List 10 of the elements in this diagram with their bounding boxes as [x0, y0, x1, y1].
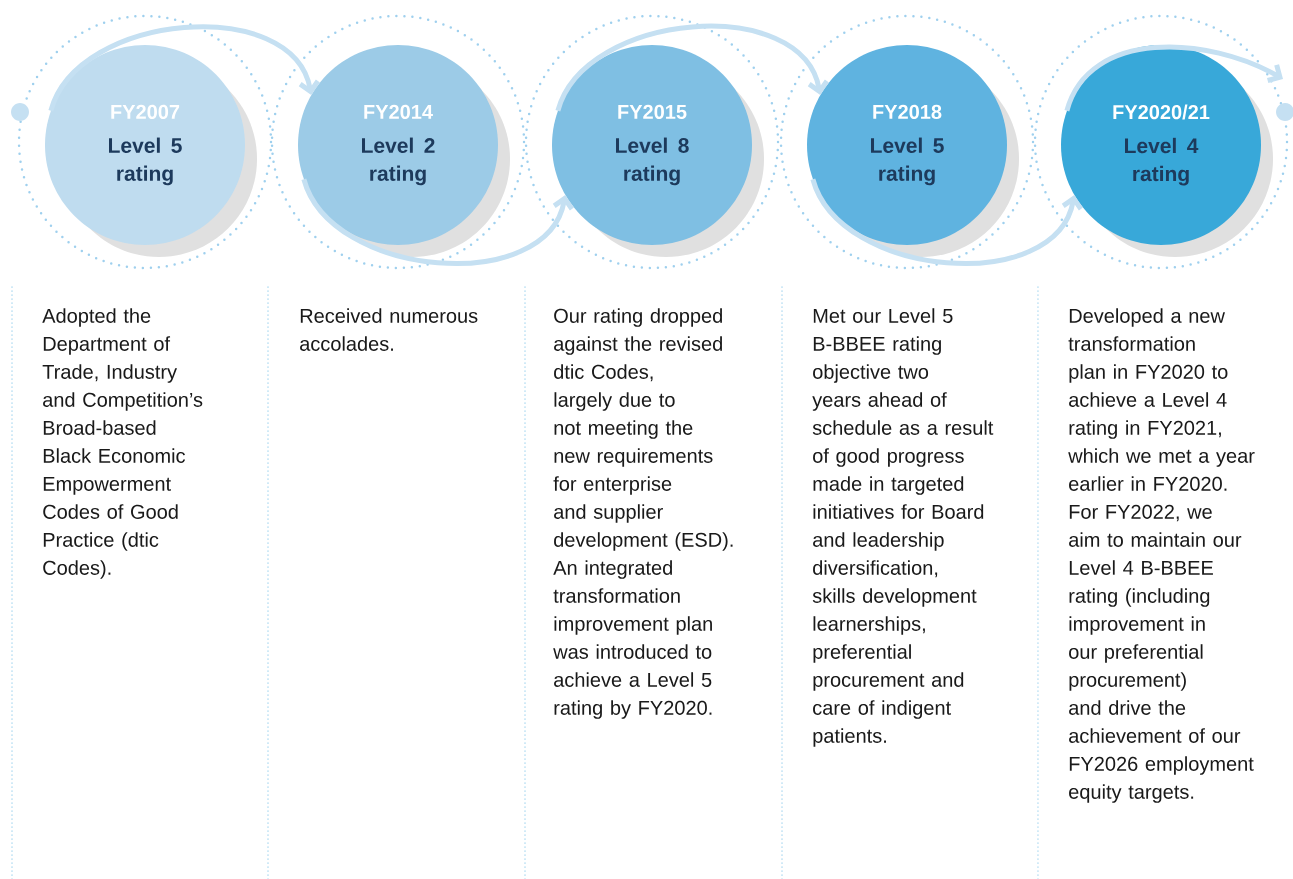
description-text: Our rating dropped against the revised dtic Codes, largely due to not meeting the new requirements for enterprise and supplier development (ESD). An integrated transformation improvement plan was introduced to achieve a Level 5 rating by FY2020.	[553, 308, 733, 719]
curved-arrow	[1064, 44, 1283, 112]
description-text: Developed a new transformation plan in FY2020 to achieve a Level 4 rating in FY2021, which we met a year earlier in FY2020. For FY2022, we aim to maintain our Level 4 B-BBEE rating (including improvement in our preferential procurement) and drive the achievement of our FY2026 employment equity targets.	[1068, 308, 1255, 803]
curved-arrow	[810, 178, 1083, 266]
curved-arrow	[555, 24, 829, 112]
description-text: Adopted the Department of Trade, Industry and Competition’s Broad-based Black Economic Empowerment Codes of Good Practice (dtic Codes).	[42, 308, 203, 579]
description-text: Received numerous accolades.	[300, 308, 478, 351]
curved-arrow	[301, 178, 574, 266]
curved-arrow	[48, 24, 320, 112]
description-text: Met our Level 5 B-BBEE rating objective two years ahead of schedule as a result of good progress made in targeted initiatives for Board and leadership diversification, skills development learnerships, preferential procurement and care of indigent patients.	[812, 308, 994, 747]
